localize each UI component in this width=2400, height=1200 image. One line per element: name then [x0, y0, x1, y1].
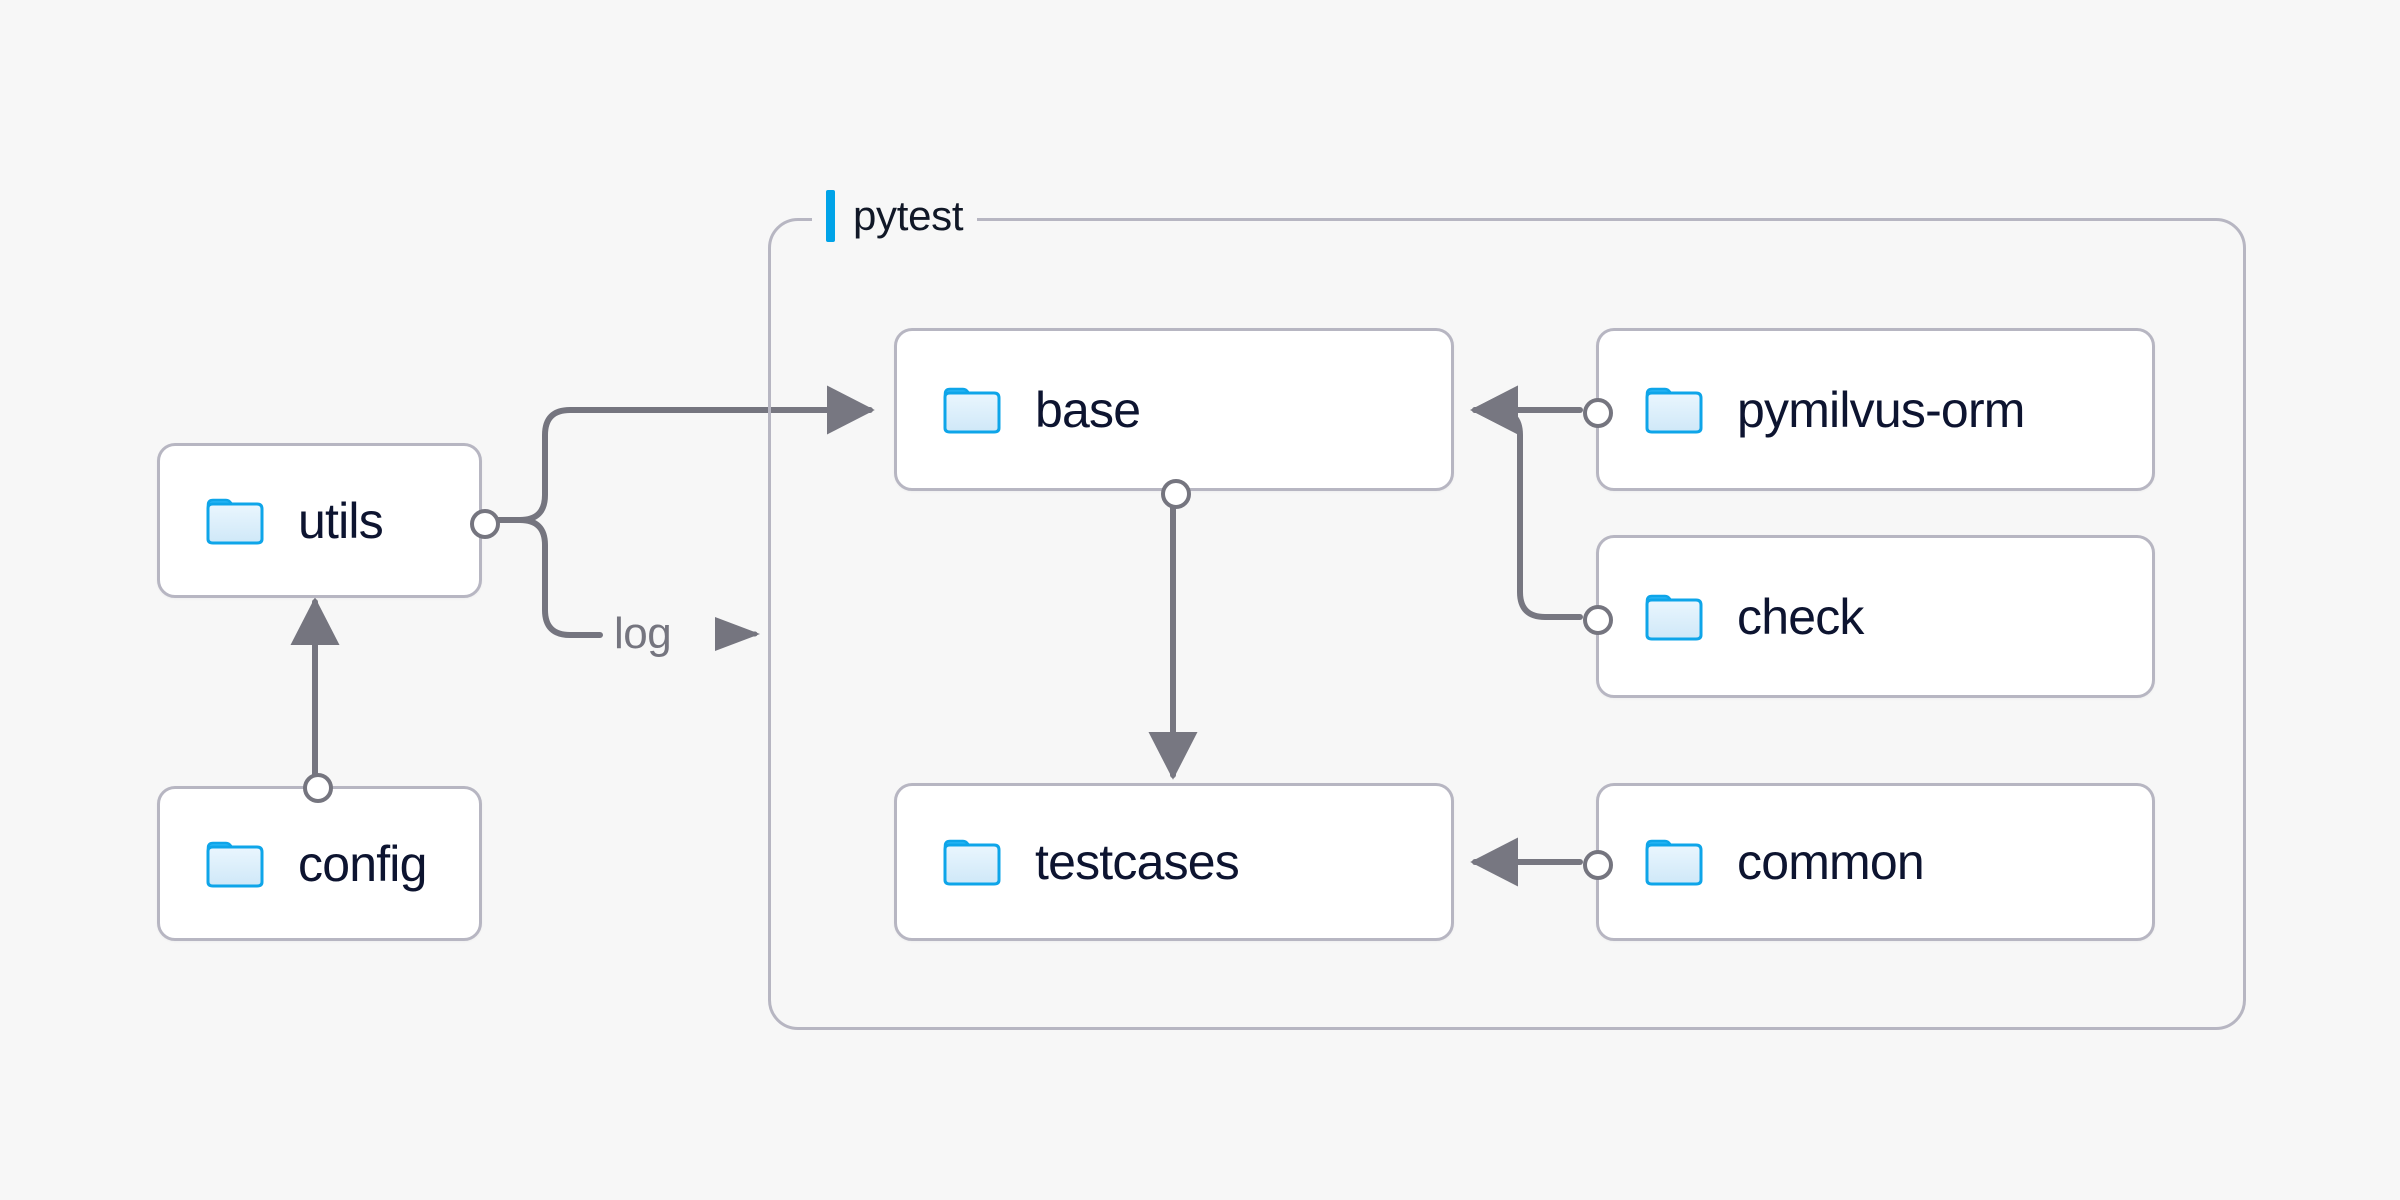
folder-icon [206, 496, 264, 546]
node-common-label: common [1737, 834, 1925, 890]
node-pymilvus-orm-label: pymilvus-orm [1737, 381, 2025, 438]
folder-icon [1645, 592, 1703, 642]
node-testcases[interactable]: testcases [894, 783, 1454, 941]
node-config-label: config [298, 835, 427, 892]
port-check-left[interactable] [1583, 604, 1613, 635]
node-check-label: check [1737, 588, 1864, 645]
folder-icon [206, 839, 264, 889]
node-utils-label: utils [298, 492, 384, 549]
node-check[interactable]: check [1583, 535, 2155, 698]
node-common[interactable]: common [1583, 783, 2155, 941]
edge-label-log: log [604, 612, 682, 656]
edge-utils-to-log [484, 517, 603, 638]
folder-icon [1645, 385, 1703, 435]
node-base-label: base [1035, 381, 1141, 438]
node-testcases-label: testcases [1035, 834, 1240, 890]
node-utils[interactable]: utils [157, 443, 500, 598]
group-pytest-title: pytest [812, 188, 978, 244]
folder-icon [943, 837, 1001, 887]
port-utils-right[interactable] [470, 508, 500, 539]
node-base[interactable]: base [894, 328, 1454, 509]
port-base-bottom[interactable] [1161, 479, 1191, 509]
folder-icon [943, 385, 1001, 435]
accent-bar-icon [826, 190, 835, 242]
port-config-top[interactable] [303, 773, 333, 803]
node-pymilvus-orm[interactable]: pymilvus-orm [1583, 328, 2155, 491]
node-config[interactable]: config [157, 773, 482, 941]
port-pymilvus-orm-left[interactable] [1583, 397, 1613, 428]
port-common-left[interactable] [1583, 850, 1613, 880]
group-pytest-title-label: pytest [853, 192, 964, 239]
folder-icon [1645, 837, 1703, 887]
group-pytest[interactable] [768, 218, 2246, 1030]
